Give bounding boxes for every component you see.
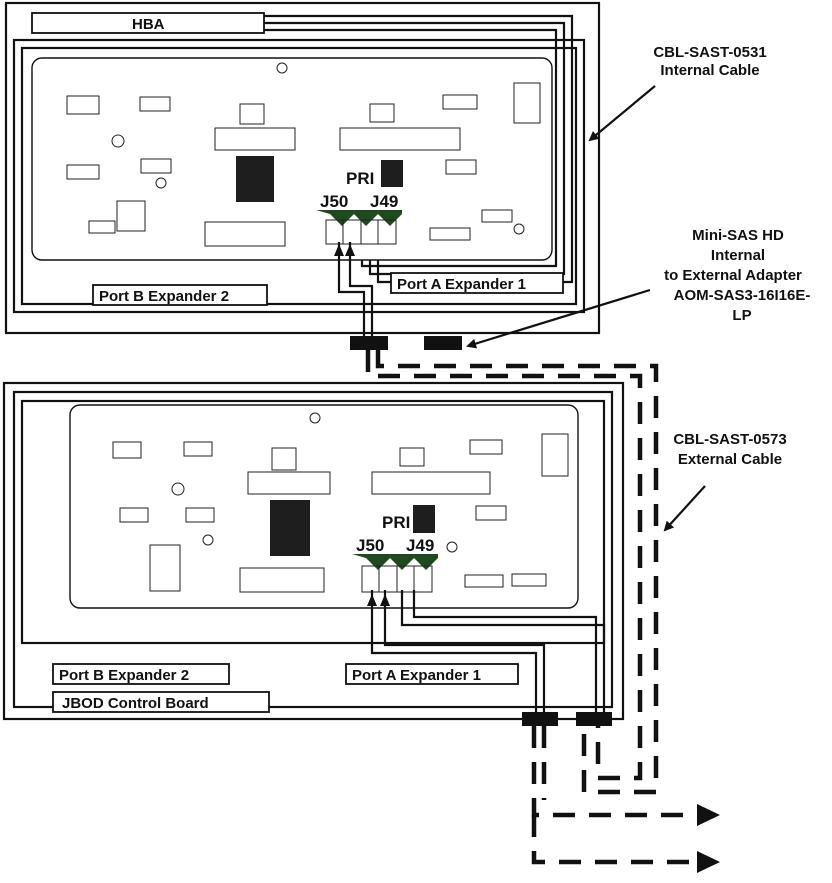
daisy-chain-out-1 [534,726,700,815]
top-j49-label: J49 [370,192,398,211]
bottom-pri-label: PRI [382,513,410,532]
bottom-j50-label: J50 [356,536,384,555]
top-pcb-outline [32,58,552,260]
internal-cable-label: CBL-SAST-0531 [653,44,766,61]
bottom-j49-label: J49 [406,536,434,555]
top-j50-label: J50 [320,192,348,211]
top-backplane-board: PRI J50 J49 [32,58,552,260]
top-port-a-label: Port A Expander 1 [397,276,526,293]
bottom-j50-cable-1 [372,590,536,716]
top-pri-block [381,160,403,187]
jbod-board-label: JBOD Control Board [62,695,209,712]
adapter-label-3: to External Adapter [664,267,802,284]
bottom-backplane-board: PRI J50 J49 [70,405,578,608]
external-cable-label: CBL-SAST-0573 [673,431,786,448]
bottom-port-a-label: Port A Expander 1 [352,667,481,684]
bottom-ext-port-b [522,712,558,726]
adapter-label-1: Mini-SAS HD [692,227,784,244]
top-adapter-port-b [350,336,388,350]
adapter-label-5: LP [732,307,751,324]
bottom-pri-block [413,505,435,533]
top-pri-label: PRI [346,169,374,188]
daisy-chain-out-2 [534,815,700,862]
adapter-label-2: Internal [711,247,765,264]
top-enclosure: HBA [6,3,599,350]
internal-cable-sublabel: Internal Cable [660,62,759,79]
bottom-port-b-label: Port B Expander 2 [59,667,189,684]
bottom-ext-port-a [576,712,612,726]
bottom-enclosure: PRI J50 J49 Port B Expander 2 Port A Exp… [4,383,623,726]
top-port-b-label: Port B Expander 2 [99,288,229,305]
bottom-chip [270,500,310,556]
top-chip [236,156,274,202]
adapter-pointer [468,290,650,346]
daisy-chain-arrow-2 [697,851,720,873]
top-adapter-port-a [424,336,462,350]
external-cable-pointer [665,486,705,530]
adapter-label-4: AOM-SAS3-16I16E- [674,287,811,304]
hba-label: HBA [132,16,165,33]
external-cable-sublabel: External Cable [678,451,782,468]
daisy-chain-arrow-1 [697,804,720,826]
